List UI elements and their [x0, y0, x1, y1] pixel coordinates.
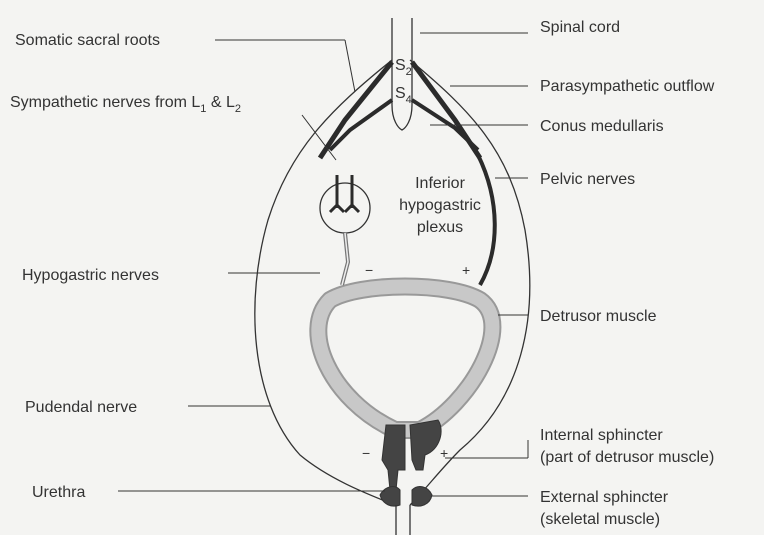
label-spinal-cord: Spinal cord: [540, 19, 620, 36]
label-urethra: Urethra: [32, 484, 85, 501]
label-detrusor-muscle: Detrusor muscle: [540, 308, 657, 325]
label-sympathetic-nerves: Sympathetic nerves from L1 & L2: [10, 94, 241, 115]
label-segment-s2: S2: [395, 57, 412, 78]
sympathetic-nerve-fibers: [330, 175, 359, 212]
label-plexus-line1: Inferior: [415, 175, 465, 192]
sign-internal-right: +: [440, 445, 448, 461]
label-segment-s4: S4: [395, 85, 412, 106]
label-hypogastric-nerves: Hypogastric nerves: [22, 267, 159, 284]
sign-pelvic-excitatory: +: [462, 262, 470, 278]
sign-hypogastric-inhibitory: −: [365, 262, 373, 278]
label-conus-medullaris: Conus medullaris: [540, 118, 664, 135]
sympathetic-ganglion-circle: [320, 183, 370, 233]
detrusor-muscle-wall: [318, 287, 492, 431]
label-plexus-line2: hypogastric: [399, 197, 481, 214]
label-external-sphincter-note: (skeletal muscle): [540, 511, 660, 528]
label-plexus-line3: plexus: [417, 219, 463, 236]
detrusor-muscle-fill: [318, 287, 492, 431]
label-parasympathetic-outflow: Parasympathetic outflow: [540, 78, 715, 95]
urethra: [396, 505, 410, 535]
label-somatic-sacral-roots: Somatic sacral roots: [15, 32, 160, 49]
label-external-sphincter: External sphincter: [540, 489, 669, 506]
external-sphincter: [380, 487, 432, 507]
label-internal-sphincter: Internal sphincter: [540, 427, 663, 444]
label-pelvic-nerves: Pelvic nerves: [540, 171, 635, 188]
label-pudendal-nerve: Pudendal nerve: [25, 399, 137, 416]
label-internal-sphincter-note: (part of detrusor muscle): [540, 449, 714, 466]
sign-internal-left: −: [362, 445, 370, 461]
pelvic-nerve: [478, 155, 495, 285]
